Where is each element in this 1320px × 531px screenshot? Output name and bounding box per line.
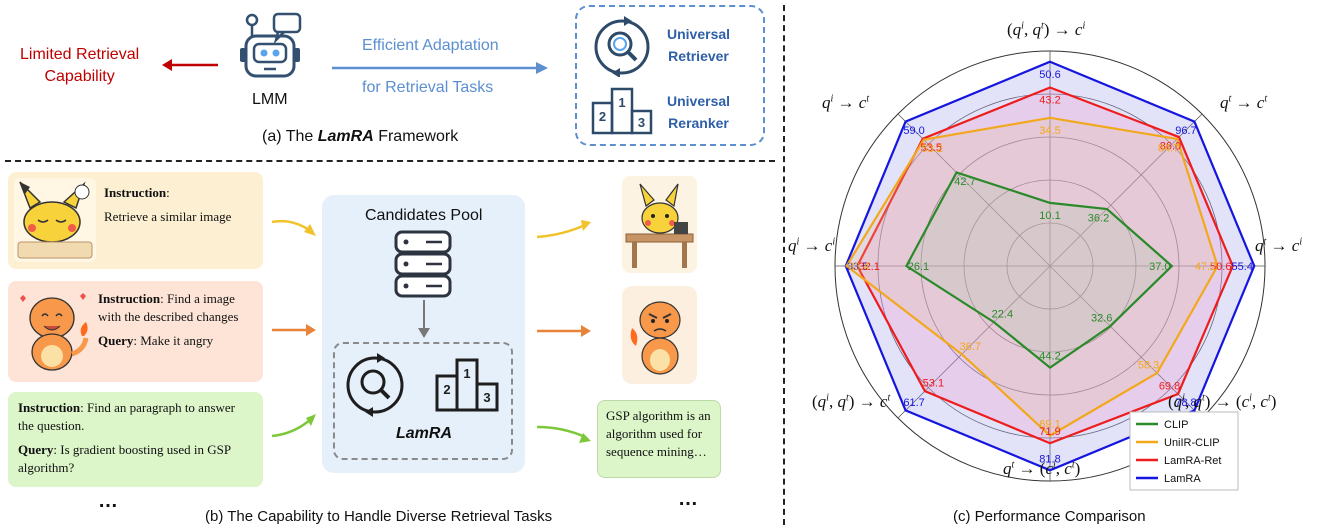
legend-entry: UniIR-CLIP	[1164, 437, 1220, 449]
limited-arrow	[162, 59, 218, 71]
vertical-divider	[783, 5, 785, 525]
task-card-image-text: Instruction: Retrieve a similar image	[104, 185, 232, 224]
axis-label-7: qi → ct	[822, 93, 870, 112]
input-arrows	[271, 219, 316, 438]
panel-c-caption: (c) Performance Comparison	[953, 508, 1146, 525]
axis-label-6: qi → ci	[788, 236, 836, 255]
svg-text:1: 1	[618, 95, 625, 110]
svg-text:3: 3	[638, 115, 645, 130]
axis-label-4: qt → (ci, ct)	[1003, 459, 1081, 478]
database-icon	[394, 230, 452, 298]
adaptation-label-2: for Retrieval Tasks	[362, 79, 494, 96]
data-label: 43.2	[1039, 95, 1060, 107]
sleeping-pikachu-icon	[14, 178, 96, 262]
data-label: 33.4	[848, 261, 869, 273]
data-label: 50.6	[1210, 261, 1231, 273]
happy-charmander-icon	[20, 293, 89, 371]
data-label: 32.6	[1091, 313, 1112, 325]
data-label: 33.5	[847, 261, 868, 273]
lamra-box	[333, 342, 513, 460]
ellipsis-left: …	[98, 490, 118, 512]
data-label: 78.8	[1175, 397, 1196, 409]
grid-spoke	[897, 265, 1051, 419]
lamra-retriever-icon	[346, 353, 404, 417]
data-label: 36.2	[1088, 212, 1109, 224]
pikachu-desk-result-icon	[622, 176, 697, 273]
reranker-icon: 1 2 3	[591, 87, 653, 135]
lmm-label: LMM	[252, 91, 288, 108]
adaptation-label-1: Efficient Adaptation	[362, 37, 499, 54]
angry-charmander-result-icon	[622, 286, 697, 384]
retriever-icon	[594, 16, 650, 77]
task-card-text: Instruction: Find an paragraph to answer…	[8, 392, 263, 487]
data-label: 58.3	[1138, 360, 1159, 372]
data-label: 10.1	[1039, 210, 1060, 222]
data-label: 37.0	[1149, 261, 1170, 273]
data-label: 50.6	[1039, 69, 1060, 81]
radar-chart: 50.6 96.7 55.4 78.8 81.8 61.7 33.5 59.0 43.2 86.0…	[834, 50, 1266, 491]
legend-entry: LamRA	[1164, 473, 1201, 485]
data-label: 44.2	[1039, 351, 1060, 363]
data-label: 71.9	[1039, 426, 1060, 438]
ellipsis-right: …	[678, 488, 698, 510]
series-lamra-ret	[855, 86, 1234, 445]
data-label: 22.4	[992, 309, 1013, 321]
data-label: 81.8	[1039, 453, 1060, 465]
svg-text:2: 2	[443, 382, 450, 397]
data-label: 36.7	[960, 341, 981, 353]
lamra-reranker-icon: 1 2 3	[435, 358, 499, 412]
axis-label-2: qt → ci	[1255, 236, 1303, 255]
axis-label-3: (qi, qt) → (ci, ct)	[1168, 392, 1277, 411]
robot-icon	[240, 12, 302, 78]
pool-down-arrow	[418, 300, 430, 338]
data-label: 26.1	[908, 261, 929, 273]
limited-capability-label: Limited Retrieval Capability	[20, 46, 140, 85]
data-label: 53.1	[923, 378, 944, 390]
candidates-pool-title: Candidates Pool	[365, 207, 483, 224]
data-label: 61.7	[903, 397, 924, 409]
universal-box	[575, 5, 765, 146]
data-label: 34.5	[1039, 125, 1060, 137]
data-label: 53.2	[921, 143, 942, 155]
axis-label-1: qt → ct	[1220, 93, 1268, 112]
data-label: 86.0	[1160, 141, 1181, 153]
axis-label-5: (qi, qt) → ct	[812, 392, 891, 411]
series-lamra	[844, 60, 1256, 472]
data-label: 69.1	[1039, 419, 1060, 431]
data-label: 55.4	[1232, 261, 1253, 273]
data-label: 32.1	[859, 261, 880, 273]
panel-a-caption: (a) The LamRA Framework	[262, 128, 459, 145]
series-clip	[904, 171, 1174, 369]
task-card-edit-text: Instruction: Find a image with the descr…	[98, 291, 239, 348]
output-arrows	[536, 220, 591, 443]
data-label: 42.7	[954, 176, 975, 188]
axis-label-0: (qi, qt) → ci	[1007, 20, 1086, 39]
data-label: 59.0	[903, 125, 924, 137]
panel-b-caption: (b) The Capability to Handle Diverse Ret…	[205, 508, 553, 525]
svg-text:2: 2	[599, 109, 606, 124]
universal-reranker-label: Universal Reranker	[667, 93, 731, 131]
data-label: 69.8	[1159, 381, 1180, 393]
result-text-card: GSP algorithm is an algorithm used for s…	[597, 400, 721, 478]
data-label: 84.7	[1158, 142, 1179, 154]
data-label: 47.2	[1195, 261, 1216, 273]
data-label: 96.7	[1175, 125, 1196, 137]
data-label: 53.5	[921, 142, 942, 154]
svg-text:3: 3	[483, 390, 490, 405]
svg-text:1: 1	[463, 366, 470, 381]
adaptation-arrow	[332, 62, 548, 74]
horizontal-divider	[5, 160, 775, 162]
universal-retriever-label: Universal Retriever	[667, 26, 731, 64]
legend-entry: CLIP	[1164, 419, 1188, 431]
grid-spoke	[1049, 265, 1203, 419]
legend-entry: LamRA-Ret	[1164, 455, 1221, 467]
series-uniir-clip	[845, 116, 1219, 437]
lamra-label: LamRA	[396, 425, 453, 442]
